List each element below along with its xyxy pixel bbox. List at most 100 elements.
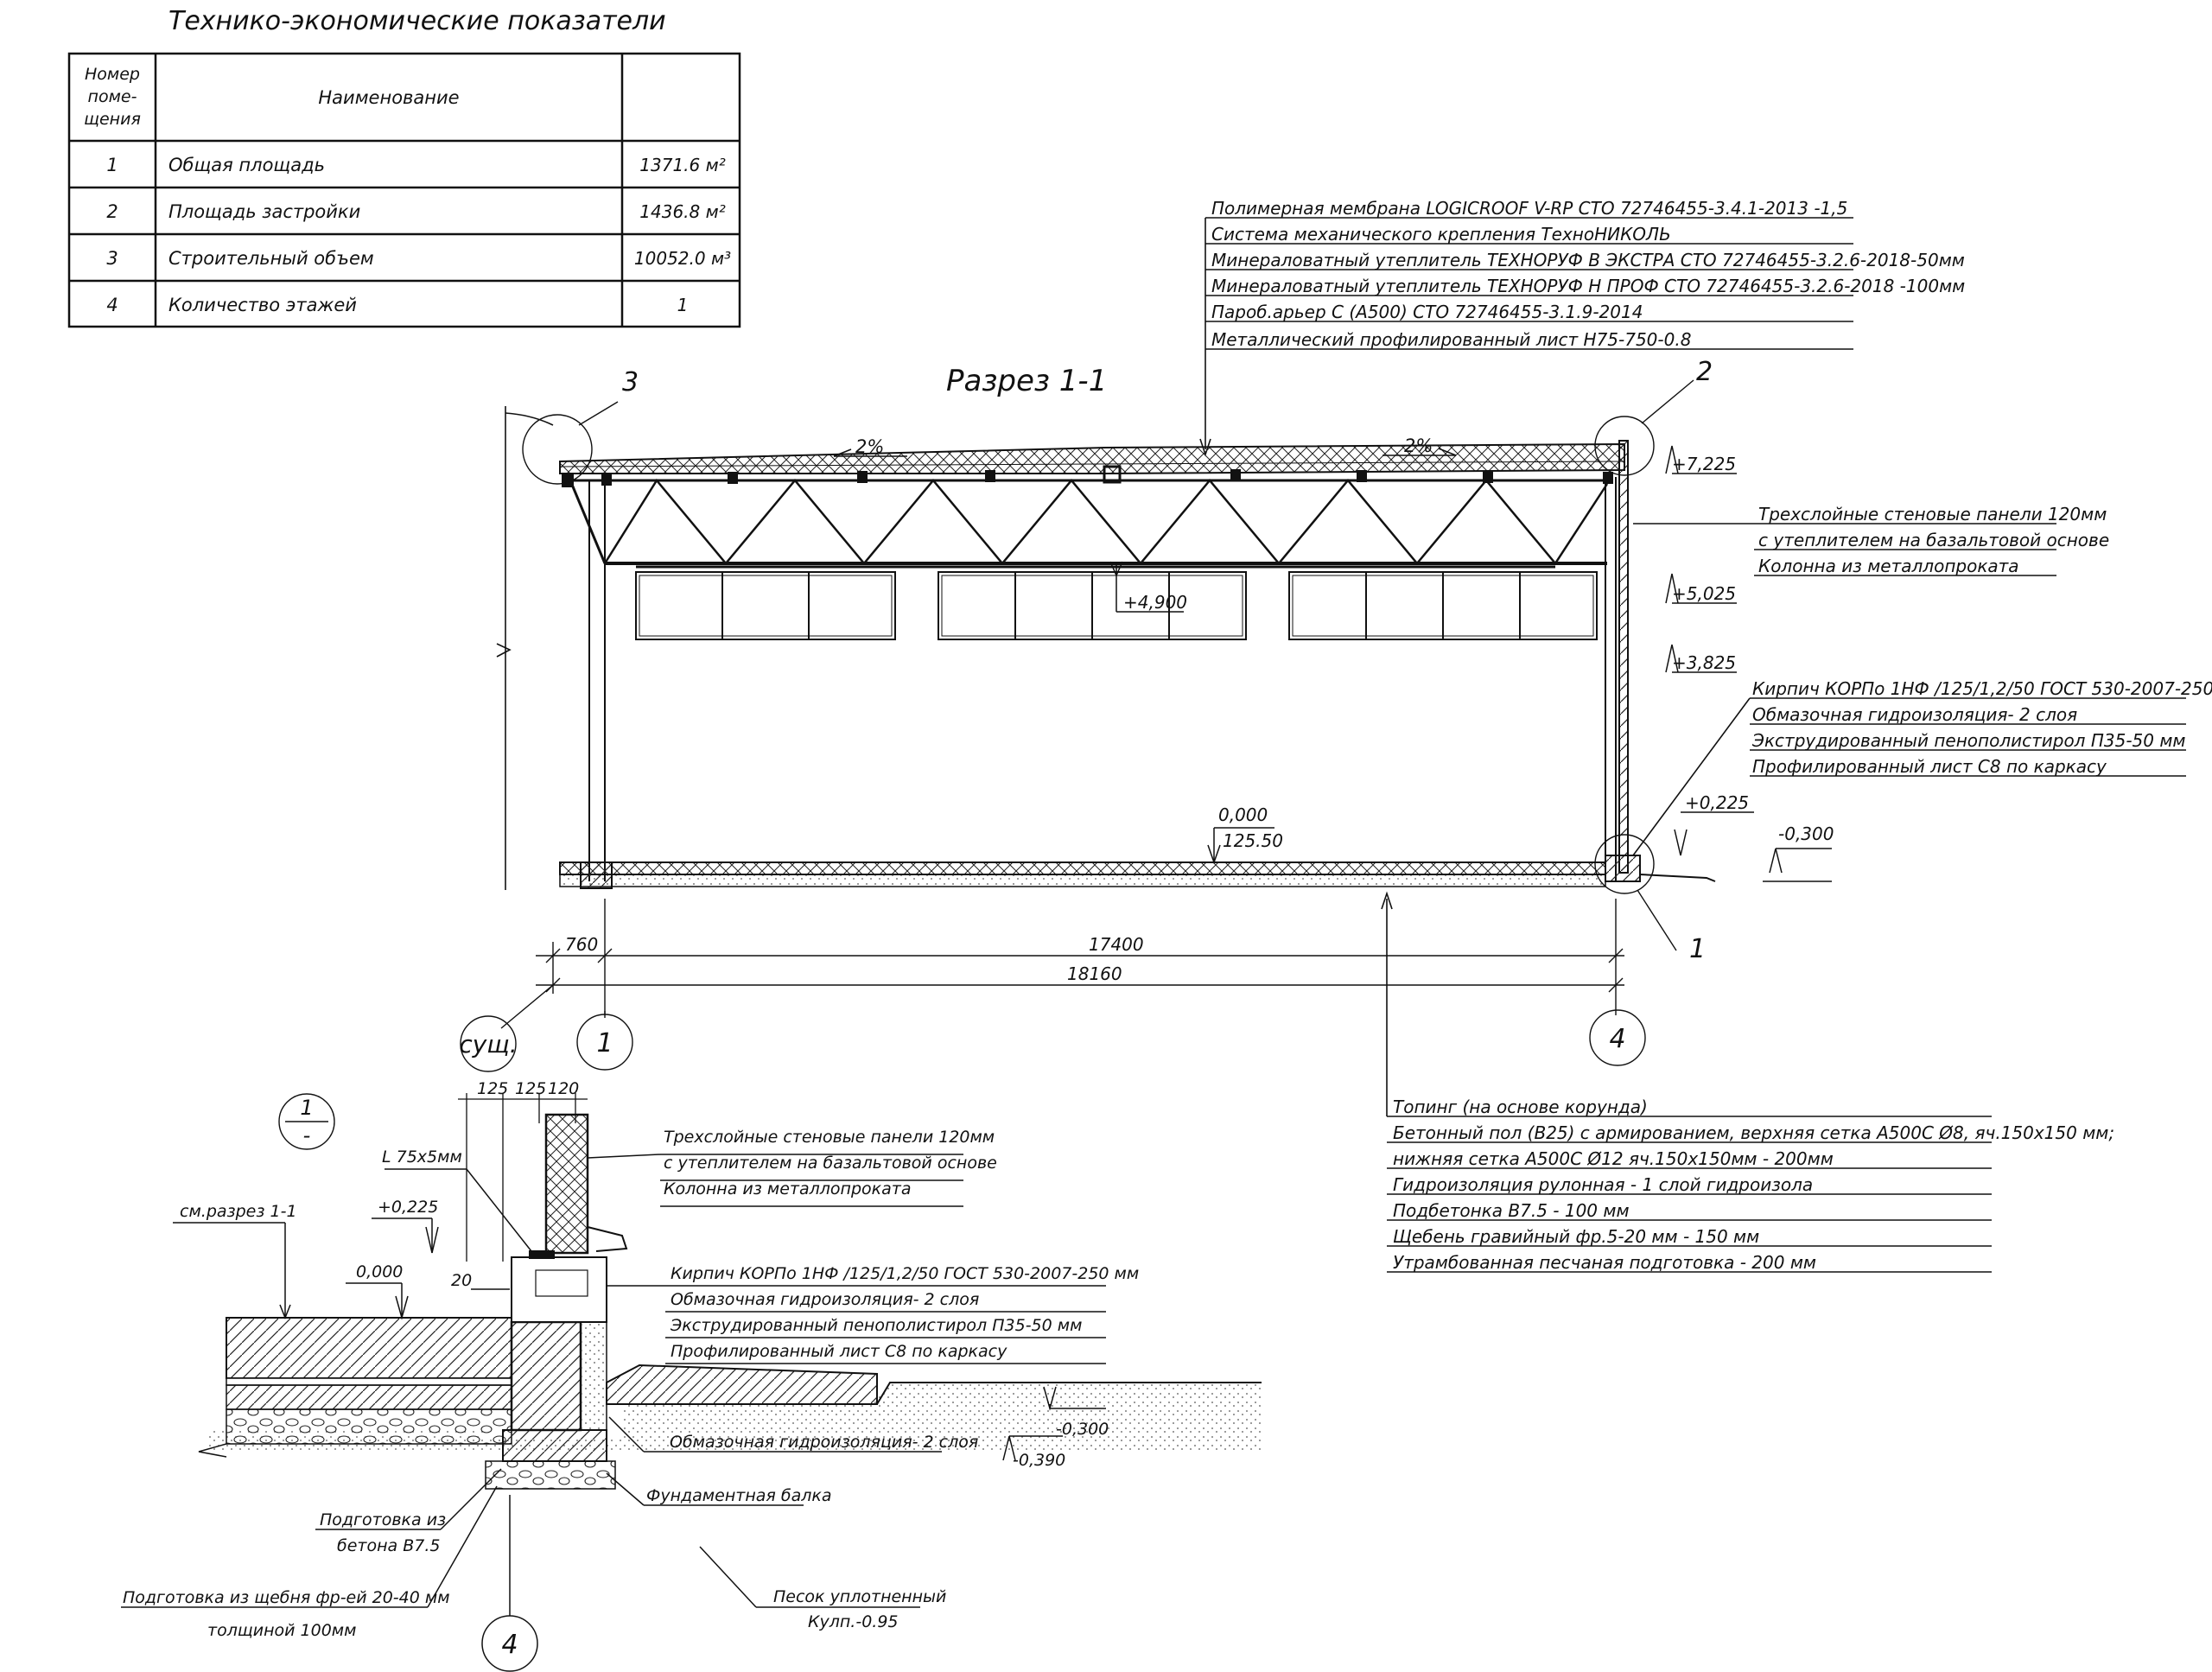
tep-row-name: Площадь застройки: [168, 201, 360, 222]
roof-layer: Полимерная мембрана LOGICROOF V-RP СТО 7…: [1211, 198, 1847, 219]
tep-row-value: 1: [677, 295, 689, 315]
detail-angle: L 75х5мм: [382, 1148, 462, 1167]
detail-ref: см.разрез 1-1: [180, 1202, 297, 1221]
tep-row-value: 1371.6 м²: [639, 155, 725, 175]
plinth-leader: [1632, 697, 2186, 856]
tep-row-name: Количество этажей: [168, 295, 357, 315]
tep-row-name: Строительный объем: [168, 248, 374, 269]
level-top: +7,225: [1672, 454, 1736, 474]
detail-dim-20: 20: [451, 1271, 472, 1290]
tep-row-name: Общая площадь: [168, 155, 325, 175]
tep-header-num-3: щения: [84, 110, 141, 129]
roof-layer: Минераловатный утеплитель ТЕХНОРУФ В ЭКС…: [1211, 250, 1965, 270]
tep-row-num: 3: [106, 248, 118, 269]
detail-level-0225: +0,225: [378, 1198, 438, 1217]
level-4900: +4,900: [1123, 592, 1187, 613]
callout-3: 3: [622, 367, 639, 397]
roof-layer: Пароб.арьер С (А500) СТО 72746455-3.1.9-…: [1211, 302, 1643, 322]
roof-layer: Металлический профилированный лист Н75-7…: [1211, 329, 1691, 350]
dim-17400: 17400: [1089, 934, 1144, 955]
wall-layer: Трехслойные стеновые панели 120мм: [1758, 504, 2107, 524]
section-title: Разрез 1-1: [946, 364, 1107, 398]
detail-prep-concrete: Подготовка из: [320, 1510, 446, 1529]
floor-layer: нижняя сетка А500С Ø12 яч.150х150мм - 20…: [1393, 1148, 1834, 1169]
level-ground: -0,300: [1778, 823, 1834, 844]
detail-marker-top: 1: [300, 1096, 313, 1120]
roof-layer: Минераловатный утеплитель ТЕХНОРУФ Н ПРО…: [1211, 276, 1965, 296]
floor-slab: [559, 855, 1716, 889]
detail-waterproof: Обмазочная гидроизоляция- 2 слоя: [670, 1433, 978, 1452]
detail-wall-layer: Колонна из металлопроката: [664, 1179, 911, 1198]
axis-markers: [460, 1009, 1646, 1072]
tep-row-num: 4: [106, 295, 118, 315]
window-band-1: [635, 571, 896, 640]
plinth-layer: Профилированный лист С8 по каркасу: [1752, 756, 2107, 777]
floor-layer: Гидроизоляция рулонная - 1 слой гидроизо…: [1393, 1174, 1813, 1195]
tep-header-name: Наименование: [318, 87, 459, 108]
detail-blind-area: [606, 1364, 1262, 1405]
right-wall: [1605, 440, 1629, 881]
tep-row-value: 1436.8 м²: [639, 201, 725, 222]
detail-plinth-layer: Обмазочная гидроизоляция- 2 слоя: [671, 1290, 979, 1309]
detail-wall-layer: с утеплителем на базальтовой основе: [664, 1154, 997, 1173]
dim-760: 760: [565, 934, 598, 955]
floor-layer: Бетонный пол (В25) с армированием, верхн…: [1393, 1122, 2114, 1143]
detail-leaders: [121, 1154, 1106, 1672]
tep-header-num-2: поме-: [88, 87, 137, 106]
detail-plinth-layer: Кирпич КОРПо 1НФ /125/1,2/50 ГОСТ 530-20…: [671, 1264, 1139, 1283]
axis-1: 1: [596, 1028, 613, 1059]
detail-sand: Кулп.-0.95: [808, 1612, 899, 1631]
floor-layer: Утрамбованная песчаная подготовка - 200 …: [1393, 1252, 1816, 1273]
tep-row-num: 1: [106, 155, 118, 175]
detail-foundation-beam: [485, 1429, 616, 1490]
callout-1: 1: [1689, 934, 1706, 964]
left-column: [588, 480, 606, 881]
detail-dim: 120: [548, 1079, 579, 1098]
detail-plinth-layer: Профилированный лист С8 по каркасу: [671, 1342, 1007, 1361]
level-zero: 0,000: [1218, 804, 1268, 825]
plinth-layer: Обмазочная гидроизоляция- 2 слоя: [1752, 704, 2077, 725]
detail-beam: Фундаментная балка: [646, 1486, 831, 1505]
detail-plinth: [510, 1113, 628, 1432]
level-0225: +0,225: [1685, 792, 1749, 813]
tep-row-value: 10052.0 м³: [634, 248, 731, 269]
floor-layer: Щебень гравийный фр.5-20 мм - 150 мм: [1393, 1226, 1759, 1247]
detail-level-zero: 0,000: [356, 1262, 403, 1281]
detail-prep-concrete: бетона В7.5: [337, 1536, 440, 1555]
callout-2: 2: [1696, 357, 1713, 387]
detail-axis-4: 4: [501, 1630, 518, 1660]
level-marks: [1109, 445, 1832, 882]
detail-sand: Песок уплотненный: [773, 1587, 946, 1606]
detail-prep-gravel: толщиной 100мм: [207, 1621, 356, 1640]
floor-layer: Топинг (на основе корунда): [1393, 1097, 1648, 1117]
roof-layers-leader: [1199, 217, 1853, 457]
axis-exist: сущ.: [459, 1030, 517, 1059]
tep-header-num-1: Номер: [85, 65, 140, 84]
floor-leader: [1381, 891, 1992, 1273]
slope-markers: [833, 448, 1457, 457]
plinth-layer: Кирпич КОРПо 1НФ /125/1,2/50 ГОСТ 530-20…: [1752, 678, 2212, 699]
detail-plinth-layer: Экструдированный пенополистирол П35-50 м…: [670, 1316, 1082, 1335]
tep-table: [67, 52, 741, 328]
callout-circles: [522, 379, 1694, 951]
tep-title: Технико-экономические показатели: [168, 6, 666, 36]
roof-layer: Система механического крепления ТехноНИК…: [1211, 224, 1671, 245]
detail-floor-layers: [198, 1317, 512, 1458]
detail-dim: 125: [515, 1079, 546, 1098]
level-abs: 125.50: [1223, 830, 1283, 851]
plinth-layer: Экструдированный пенополистирол П35-50 м…: [1751, 730, 2186, 751]
dimension-lines: [500, 899, 1624, 1029]
level-5025: +5,025: [1672, 583, 1736, 604]
window-band-3: [1288, 571, 1598, 640]
detail-marker-bottom: -: [303, 1123, 311, 1148]
detail-level-m0390: -0,390: [1013, 1451, 1065, 1470]
roof-truss: [569, 478, 1609, 566]
wall-leader: [1633, 523, 2056, 576]
wall-layer: Колонна из металлопроката: [1758, 556, 2019, 576]
tep-row-num: 2: [106, 201, 118, 222]
detail-dim: 125: [477, 1079, 508, 1098]
detail-marker: [278, 1093, 335, 1150]
detail-prep-gravel: Подготовка из щебня фр-ей 20-40 мм: [123, 1588, 450, 1607]
slope-right: 2%: [1404, 435, 1433, 456]
